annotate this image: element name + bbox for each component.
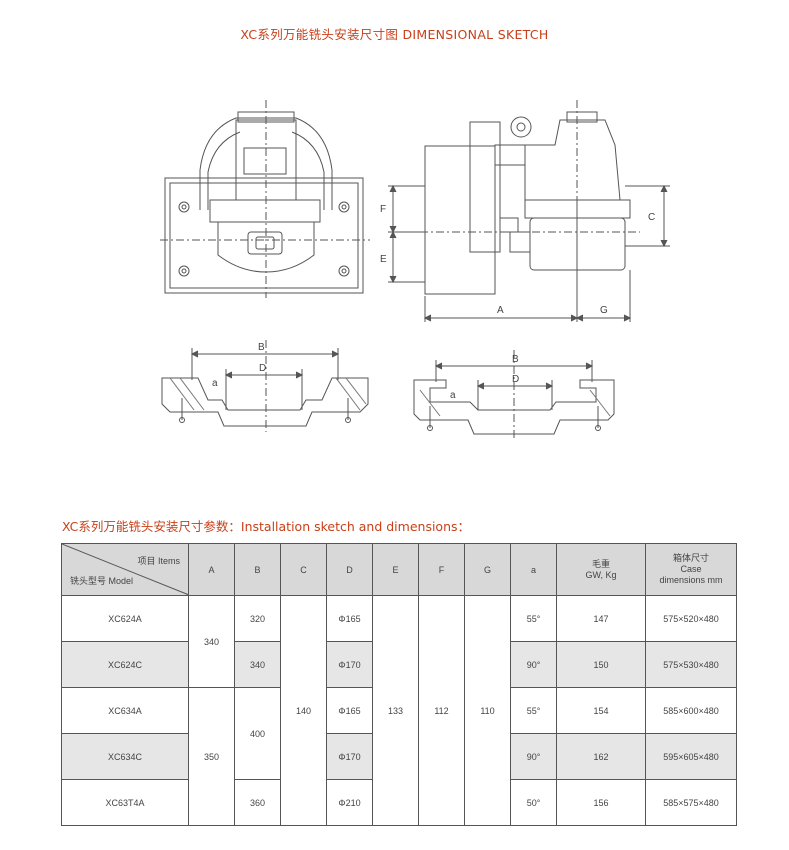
header-model-label: 铣头型号 Model xyxy=(70,576,134,586)
side-view-drawing xyxy=(388,100,670,322)
dim-label-D-left: D xyxy=(259,363,266,374)
cell-B: 360 xyxy=(234,779,281,826)
cell-case: 585×600×480 xyxy=(645,687,737,734)
cell-C-merged: 140 xyxy=(280,595,327,826)
header-col-B: B xyxy=(234,543,281,596)
cell-gw: 147 xyxy=(556,595,646,642)
cell-gw: 162 xyxy=(556,733,646,780)
table-row: XC624A 340 320 140 Φ165 133 112 110 55° … xyxy=(61,595,737,826)
cell-case: 575×530×480 xyxy=(645,641,737,688)
cell-G-merged: 110 xyxy=(464,595,511,826)
cell-D: Φ170 xyxy=(326,641,373,688)
header-col-C: C xyxy=(280,543,327,596)
cell-case: 585×575×480 xyxy=(645,779,737,826)
section-subtitle: XC系列万能铣头安装尺寸参数：Installation sketch and d… xyxy=(62,519,471,534)
header-col-weight: 毛重 GW, Kg xyxy=(556,543,646,596)
header-case-en2: dimensions mm xyxy=(659,575,723,585)
table-row: XC63T4A 360 Φ210 50° 156 585×575×480 xyxy=(61,779,737,826)
cell-E-merged: 133 xyxy=(372,595,419,826)
cell-B: 320 xyxy=(234,595,281,642)
cell-A-merged-1: 340 xyxy=(188,595,235,688)
cell-A-merged-2: 350 xyxy=(188,687,235,826)
cell-gw: 154 xyxy=(556,687,646,734)
cell-model: XC624A xyxy=(61,595,189,642)
table-row: XC634C Φ170 90° 162 595×605×480 xyxy=(61,733,737,780)
header-weight-cn: 毛重 xyxy=(591,558,610,569)
dim-label-B-left: B xyxy=(258,342,265,353)
cell-model: XC63T4A xyxy=(61,779,189,826)
dim-label-E: E xyxy=(380,254,387,265)
table-header-row: 项目 Items 铣头型号 Model A B C D E F G a 毛重 G… xyxy=(61,543,737,596)
dim-label-B-right: B xyxy=(512,354,519,365)
cell-a: 50° xyxy=(510,779,557,826)
header-case-cn: 箱体尺寸 xyxy=(672,553,709,563)
cell-case: 595×605×480 xyxy=(645,733,737,780)
section-right-drawing xyxy=(413,350,615,440)
dim-label-a-left: a xyxy=(212,378,218,389)
dim-label-G: G xyxy=(600,305,608,316)
cell-gw: 156 xyxy=(556,779,646,826)
cell-a: 55° xyxy=(510,687,557,734)
cell-D: Φ165 xyxy=(326,687,373,734)
header-col-a: a xyxy=(510,543,557,596)
cell-a: 90° xyxy=(510,733,557,780)
cell-B-merged: 400 xyxy=(234,687,281,780)
header-col-A: A xyxy=(188,543,235,596)
cell-D: Φ210 xyxy=(326,779,373,826)
cell-model: XC634A xyxy=(61,687,189,734)
cell-model: XC624C xyxy=(61,641,189,688)
header-col-F: F xyxy=(418,543,465,596)
cell-D: Φ165 xyxy=(326,595,373,642)
cell-D: Φ170 xyxy=(326,733,373,780)
dimensional-sketch: A G C F E B D a B D a xyxy=(160,100,670,440)
front-view-drawing xyxy=(160,100,370,298)
header-weight-en: GW, Kg xyxy=(585,569,617,580)
cell-F-merged: 112 xyxy=(418,595,465,826)
header-corner-cell: 项目 Items 铣头型号 Model xyxy=(61,543,189,596)
header-col-E: E xyxy=(372,543,419,596)
section-left-drawing xyxy=(161,340,369,432)
cell-B: 340 xyxy=(234,641,281,688)
dim-label-a-right: a xyxy=(450,390,456,401)
header-case-en1: Case xyxy=(680,564,702,574)
cell-gw: 150 xyxy=(556,641,646,688)
header-col-D: D xyxy=(326,543,373,596)
header-col-G: G xyxy=(464,543,511,596)
header-items-label: 项目 Items xyxy=(137,556,180,566)
cell-case: 575×520×480 xyxy=(645,595,737,642)
table-row: XC634A 350 400 Φ165 55° 154 585×600×480 xyxy=(61,687,737,826)
cell-model: XC634C xyxy=(61,733,189,780)
dim-label-C: C xyxy=(648,212,655,223)
dim-label-F: F xyxy=(380,204,386,215)
cell-a: 90° xyxy=(510,641,557,688)
table-row: XC624C 340 Φ170 90° 150 575×530×480 xyxy=(61,641,737,688)
dimension-table: 项目 Items 铣头型号 Model A B C D E F G a 毛重 G… xyxy=(61,543,737,826)
page-title: XC系列万能铣头安装尺寸图 DIMENSIONAL SKETCH xyxy=(240,27,549,42)
dim-label-A: A xyxy=(497,305,504,316)
header-col-case: 箱体尺寸 Case dimensions mm xyxy=(645,543,737,596)
dim-label-D-right: D xyxy=(512,374,519,385)
cell-a: 55° xyxy=(510,595,557,642)
